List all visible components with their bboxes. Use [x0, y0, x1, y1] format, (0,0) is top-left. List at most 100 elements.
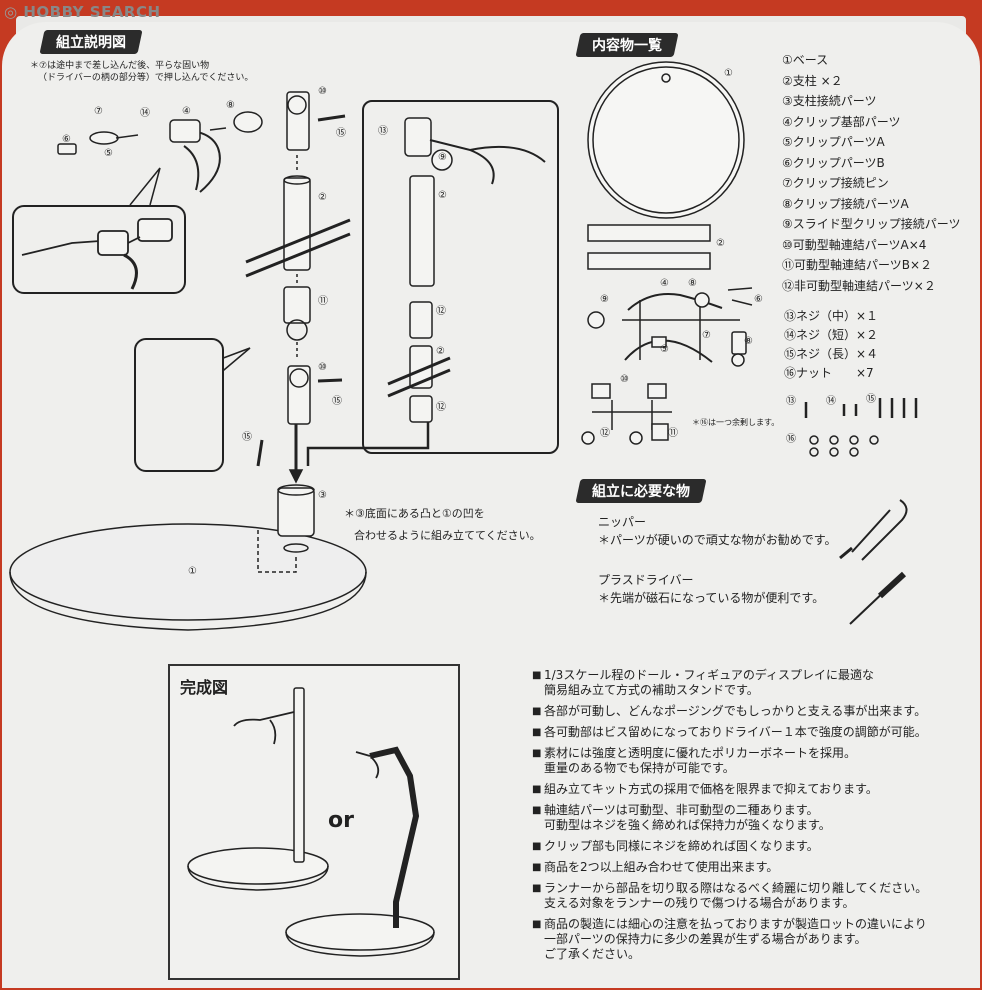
- pin-note: ＊⑦は途中まで差し込んだ後、平らな固い物 （ドライバーの柄の部分等）で押し込んで…: [30, 60, 253, 84]
- label-part-14: ⑭: [140, 108, 150, 119]
- label-part-13: ⑬: [378, 126, 388, 137]
- label-contents-9: ⑨: [600, 294, 609, 305]
- spare-note: ＊⑯は一つ余剰します。: [692, 418, 780, 427]
- label-screw-15: ⑮: [866, 394, 876, 405]
- parts-list-item: ①ベース: [782, 53, 829, 67]
- parts-list-item: ⑩可動型軸連結パーツA×4: [782, 237, 927, 252]
- hobby-search-logo-icon: ◎: [4, 3, 18, 21]
- finished-figure-box: 完成図 or: [168, 664, 460, 980]
- label-part-6: ⑥: [62, 134, 71, 145]
- label-contents-5: ⑤: [660, 344, 669, 355]
- screw-list-item: ⑯ナット ×7: [784, 366, 874, 380]
- note-item: ■商品を2つ以上組み合わせて使用出来ます。: [532, 860, 972, 875]
- parts-list-item: ⑧クリップ接続パーツA: [782, 196, 909, 211]
- clip-callout-drawing: [21, 218, 173, 290]
- finished-title: 完成図: [180, 678, 229, 697]
- note-item: ■各部が可動し、どんなポージングでもしっかりと支える事が出来ます。: [532, 704, 972, 719]
- note-line: 軸連結パーツは可動型、非可動型の二種あります。: [544, 803, 819, 817]
- note-line: 組み立てキット方式の採用で価格を限界まで抑えております。: [544, 782, 878, 796]
- note-line: 重量のある物でも保持が可能です。: [544, 761, 735, 775]
- screw-list-item: ⑬ネジ（中）×１: [784, 309, 879, 323]
- finished-or: or: [328, 808, 354, 833]
- bullet-icon: ■: [532, 805, 542, 816]
- tool-nipper: ニッパー ＊パーツが硬いので頑丈な物がお勧めです。: [598, 513, 837, 549]
- note-line: ランナーから部品を切り取る際はなるべく綺麗に切り離してください。: [544, 881, 928, 895]
- note-line: 可動型はネジを強く締めれば保持力が強くなります。: [544, 818, 831, 832]
- label-part-7: ⑦: [94, 106, 103, 117]
- bullet-icon: ■: [532, 883, 542, 894]
- watermark: ◎ HOBBY SEARCH: [4, 3, 161, 21]
- label-part-4: ④: [182, 106, 191, 117]
- bullet-icon: ■: [532, 862, 542, 873]
- label-part-11: ⑪: [318, 296, 328, 307]
- label-part-12: ⑫: [436, 306, 446, 317]
- label-contents-11: ⑪: [668, 428, 678, 439]
- note-item: ■各可動部はビス留めになっておりドライバー１本で強度の調節が可能。: [532, 725, 972, 740]
- note-item: ■商品の製造には細心の注意を払っておりますが製造ロットの違いにより一部パーツの保…: [532, 917, 972, 962]
- parts-list-item: ③支柱接続パーツ: [782, 94, 877, 108]
- label-part-5: ⑤: [104, 148, 113, 159]
- parts-list: ①ベース ②支柱 ×２ ③支柱接続パーツ ④クリップ基部パーツ ⑤クリップパーツ…: [782, 50, 961, 296]
- label-contents-4: ④: [660, 278, 669, 289]
- tool-nipper-name: ニッパー: [598, 515, 647, 529]
- clip-slide-box: [362, 100, 559, 454]
- screw-list-item: ⑭ネジ（短）×２: [784, 328, 879, 342]
- label-part-12b: ⑫: [436, 402, 446, 413]
- note-line: 商品を2つ以上組み合わせて使用出来ます。: [544, 860, 779, 874]
- note-line: 商品の製造には細心の注意を払っておりますが製造ロットの違いにより: [544, 917, 927, 931]
- note-item: ■クリップ部も同様にネジを締めれば固くなります。: [532, 839, 972, 854]
- note-line: 支える対象をランナーの残りで傷つける場合があります。: [544, 896, 855, 910]
- joint-callout: [134, 338, 224, 472]
- label-contents-1: ①: [724, 68, 733, 79]
- base-note-line-2: 合わせるように組み立ててください。: [354, 529, 541, 542]
- note-item: ■素材には強度と透明度に優れたポリカーボネートを採用。重量のある物でも保持が可能…: [532, 746, 972, 776]
- parts-list-item: ⑥クリップパーツB: [782, 155, 885, 170]
- label-part-1: ①: [188, 566, 197, 577]
- bullet-icon: ■: [532, 748, 542, 759]
- label-contents-12: ⑫: [600, 428, 610, 439]
- label-contents-8b: ⑧: [744, 336, 753, 347]
- screw-list-item: ⑮ネジ（長）×４: [784, 347, 879, 361]
- parts-list-item: ⑨スライド型クリップ接続パーツ: [782, 217, 961, 231]
- bullet-icon: ■: [532, 670, 542, 681]
- parts-list-item: ⑫非可動型軸連結パーツ×２: [782, 278, 936, 293]
- bullet-icon: ■: [532, 784, 542, 795]
- label-screw-13: ⑬: [786, 396, 796, 407]
- note-line: クリップ部も同様にネジを締めれば固くなります。: [544, 839, 819, 853]
- label-part-8: ⑧: [226, 100, 235, 111]
- label-part-3: ③: [318, 490, 327, 501]
- tool-driver: プラスドライバー ＊先端が磁石になっている物が便利です。: [598, 571, 824, 607]
- label-part-15: ⑮: [336, 128, 346, 139]
- label-part-10b: ⑩: [318, 362, 327, 373]
- sheet-background: [2, 22, 980, 988]
- note-line: 各部が可動し、どんなポージングでもしっかりと支える事が出来ます。: [544, 704, 927, 718]
- label-nut-16: ⑯: [786, 434, 796, 445]
- bullet-icon: ■: [532, 727, 542, 738]
- clip-callout: [12, 205, 186, 294]
- note-line: 1/3スケール程のドール・フィギュアのディスプレイに最適な: [544, 668, 874, 682]
- base-note: ＊③底面にある凸と①の凹を 合わせるように組み立ててください。: [344, 503, 541, 547]
- label-part-2: ②: [318, 192, 327, 203]
- bullet-icon: ■: [532, 706, 542, 717]
- parts-list-item: ⑪可動型軸連結パーツB×２: [782, 258, 933, 272]
- label-part-2c: ②: [436, 346, 445, 357]
- pin-note-line-2: （ドライバーの柄の部分等）で押し込んでください。: [38, 73, 254, 83]
- parts-list-item: ④クリップ基部パーツ: [782, 114, 901, 129]
- label-part-10: ⑩: [318, 86, 327, 97]
- pin-note-line-1: ＊⑦は途中まで差し込んだ後、平らな固い物: [30, 61, 210, 71]
- label-contents-6: ⑥: [754, 294, 763, 305]
- notes-list: ■1/3スケール程のドール・フィギュアのディスプレイに最適な簡易組み立て方式の補…: [532, 668, 972, 968]
- tool-driver-note: ＊先端が磁石になっている物が便利です。: [598, 591, 825, 605]
- base-note-line-1: ＊③底面にある凸と①の凹を: [344, 507, 485, 520]
- label-part-2b: ②: [438, 190, 447, 201]
- note-line: 各可動部はビス留めになっておりドライバー１本で強度の調節が可能。: [544, 725, 927, 739]
- watermark-text: HOBBY SEARCH: [23, 3, 161, 21]
- note-item: ■1/3スケール程のドール・フィギュアのディスプレイに最適な簡易組み立て方式の補…: [532, 668, 972, 698]
- note-line: 一部パーツの保持力に多少の差異が生ずる場合があります。: [544, 932, 867, 946]
- label-contents-8: ⑧: [688, 278, 697, 289]
- screw-list: ⑬ネジ（中）×１ ⑭ネジ（短）×２ ⑮ネジ（長）×４ ⑯ナット ×7: [784, 307, 878, 383]
- label-part-9: ⑨: [438, 152, 447, 163]
- tool-nipper-note: ＊パーツが硬いので頑丈な物がお勧めです。: [598, 533, 837, 547]
